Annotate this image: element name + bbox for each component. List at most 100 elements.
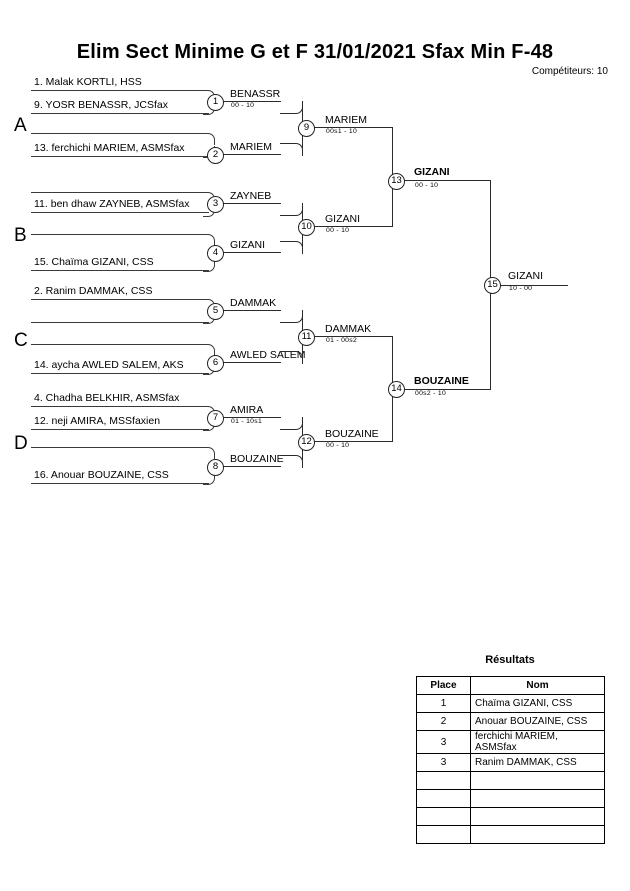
match-winner-12: BOUZAINE [325, 428, 379, 440]
entry-label-4: 13. ferchichi MARIEM, ASMSfax [34, 142, 185, 154]
match-node-8[interactable]: 8 [207, 459, 224, 476]
competitors-count: Compétiteurs: 10 [531, 66, 608, 77]
result-nom: Chaïma GIZANI, CSS [470, 694, 605, 713]
feed-line-m5 [223, 310, 281, 311]
hook-top-4 [203, 234, 215, 246]
hook-top-6 [203, 344, 215, 356]
match-winner-13: GIZANI [414, 166, 450, 178]
match-score-10: 00 - 10 [326, 227, 350, 234]
table-row: 3 Ranim DAMMAK, CSS [416, 753, 605, 772]
entry-label-14: 12. neji AMIRA, MSSfaxien [34, 415, 161, 427]
feed-line-m3 [223, 203, 281, 204]
result-place: 3 [416, 753, 471, 772]
entry-label-2: 9. YOSR BENASSR, JCSfax [34, 99, 169, 111]
page-title: Elim Sect Minime G et F 31/01/2021 Sfax … [76, 41, 554, 63]
match-node-5[interactable]: 5 [207, 303, 224, 320]
result-place [416, 825, 471, 844]
feed-line-m6 [223, 362, 281, 363]
results-title: Résultats [485, 654, 535, 666]
entry-label-6: 11. ben dhaw ZAYNEB, ASMSfax [34, 198, 190, 210]
feed-elbow-m1 [280, 101, 303, 114]
match-node-10[interactable]: 10 [298, 219, 315, 236]
result-nom [470, 807, 605, 826]
hook-bottom-4 [203, 260, 215, 272]
table-row [416, 771, 605, 790]
match-winner-10: GIZANI [325, 213, 361, 225]
match-winner-11: DAMMAK [325, 323, 372, 335]
match-winner-14: BOUZAINE [414, 375, 469, 387]
match-node-11[interactable]: 11 [298, 329, 315, 346]
feed-line-m8 [223, 466, 281, 467]
entry-line-7 [31, 234, 209, 235]
match-node-15[interactable]: 15 [484, 277, 501, 294]
result-place: 2 [416, 712, 471, 731]
match-node-13[interactable]: 13 [388, 173, 405, 190]
feed-line-n10 [314, 226, 393, 227]
entry-line-12 [31, 373, 209, 374]
match-node-2[interactable]: 2 [207, 147, 224, 164]
entry-label-16: 16. Anouar BOUZAINE, CSS [34, 469, 169, 481]
match-score-1: 00 - 10 [231, 102, 255, 109]
match-score-14: 00s2 - 10 [415, 390, 447, 397]
entry-line-13 [31, 406, 209, 407]
table-row: 1 Chaïma GIZANI, CSS [416, 694, 605, 713]
match-winner-15: GIZANI [508, 270, 544, 282]
entry-line-15 [31, 447, 209, 448]
result-place [416, 789, 471, 808]
feed-line-m7 [223, 417, 281, 418]
table-row: 2 Anouar BOUZAINE, CSS [416, 712, 605, 731]
table-row [416, 807, 605, 826]
match-node-12[interactable]: 12 [298, 434, 315, 451]
feed-line-n14 [404, 389, 491, 390]
feed-elbow-m5 [280, 310, 303, 323]
entry-line-8 [31, 270, 209, 271]
match-node-9[interactable]: 9 [298, 120, 315, 137]
feed-elbow-m7 [280, 417, 303, 430]
match-winner-9: MARIEM [325, 114, 367, 126]
match-winner-1: BENASSR [230, 88, 281, 100]
match-node-6[interactable]: 6 [207, 355, 224, 372]
match-score-11: 01 - 00s2 [326, 337, 358, 344]
match-winner-5: DAMMAK [230, 297, 277, 309]
section-letter-b: B [14, 225, 27, 246]
entry-line-5 [31, 192, 209, 193]
match-score-13: 00 - 10 [415, 182, 439, 189]
table-row [416, 825, 605, 844]
results-header-row: Place Nom [416, 676, 605, 695]
entry-line-14 [31, 429, 209, 430]
feed-elbow-m3 [280, 203, 303, 216]
entry-line-16 [31, 483, 209, 484]
entry-label-9: 2. Ranim DAMMAK, CSS [34, 285, 153, 297]
section-letter-c: C [14, 330, 28, 351]
match-score-12: 00 - 10 [326, 442, 350, 449]
feed-line-n13 [404, 180, 491, 181]
champion-line [500, 285, 568, 286]
hook-bottom-8 [203, 473, 215, 485]
entry-line-2 [31, 113, 209, 114]
hook-top-2 [203, 133, 215, 145]
table-row [416, 789, 605, 808]
feed-line-m4 [223, 252, 281, 253]
match-node-3[interactable]: 3 [207, 196, 224, 213]
entry-line-3 [31, 133, 209, 134]
result-place: 1 [416, 694, 471, 713]
entry-label-1: 1. Malak KORTLI, HSS [34, 76, 142, 88]
match-node-7[interactable]: 7 [207, 410, 224, 427]
match-node-14[interactable]: 14 [388, 381, 405, 398]
feed-line-n12 [314, 441, 393, 442]
feed-elbow-m4 [280, 241, 303, 254]
match-node-1[interactable]: 1 [207, 94, 224, 111]
result-nom: Anouar BOUZAINE, CSS [470, 712, 605, 731]
match-winner-4: GIZANI [230, 239, 266, 251]
results-col-place: Place [416, 676, 471, 695]
result-nom [470, 825, 605, 844]
entry-line-1 [31, 90, 209, 91]
entry-label-12: 14. aycha AWLED SALEM, AKS [34, 359, 184, 371]
entry-label-8: 15. Chaïma GIZANI, CSS [34, 256, 154, 268]
result-place [416, 771, 471, 790]
match-score-9: 00s1 - 10 [326, 128, 358, 135]
match-node-4[interactable]: 4 [207, 245, 224, 262]
feed-elbow-m8 [280, 455, 303, 468]
results-col-nom: Nom [470, 676, 605, 695]
